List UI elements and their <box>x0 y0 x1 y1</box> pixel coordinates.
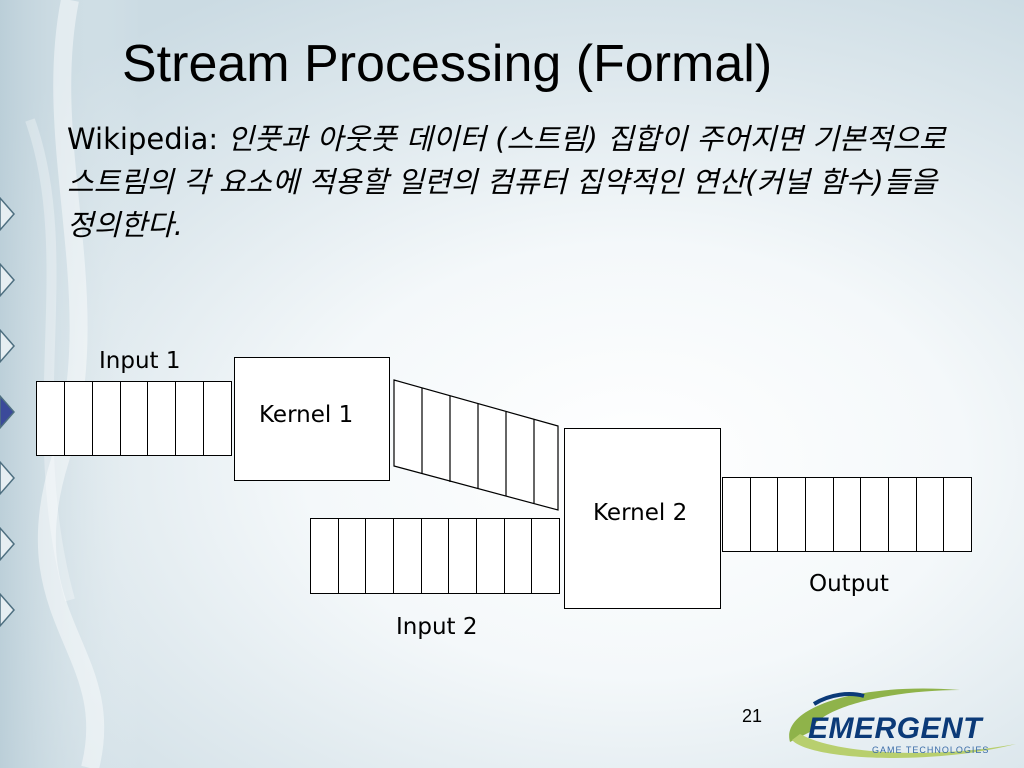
stream-cell <box>37 382 65 455</box>
stream-cell <box>121 382 149 455</box>
emergent-logo: EMERGENT GAME TECHNOLOGIES <box>780 682 1024 768</box>
output-stream <box>722 477 973 552</box>
intermediate-stream <box>393 379 559 511</box>
stream-cell <box>778 478 807 551</box>
stream-cell <box>861 478 890 551</box>
logo-swoosh-icon <box>789 688 1016 758</box>
kernel1-label: Kernel 1 <box>259 402 354 428</box>
stream-cell <box>176 382 205 455</box>
stream-cell <box>477 519 505 593</box>
stream-cell <box>532 519 561 593</box>
stream-cell <box>93 382 121 455</box>
stream-cell <box>723 478 751 551</box>
stream-cell <box>366 519 395 593</box>
input1-stream <box>36 381 233 456</box>
stream-cell <box>889 478 917 551</box>
kernel1-box <box>234 357 390 481</box>
stream-cell <box>751 478 779 551</box>
wikipedia-label: Wikipedia: <box>67 122 219 156</box>
stream-cell <box>917 478 945 551</box>
slide-title: Stream Processing (Formal) <box>122 35 773 93</box>
page-number: 21 <box>742 706 763 726</box>
stream-cell <box>204 382 233 455</box>
input1-label: Input 1 <box>99 348 181 374</box>
stream-cell <box>148 382 177 455</box>
output-label: Output <box>809 571 889 597</box>
stream-cell <box>944 478 973 551</box>
stream-cell <box>806 478 834 551</box>
input2-stream <box>310 518 561 594</box>
stream-cell <box>834 478 862 551</box>
input2-label: Input 2 <box>396 614 478 640</box>
stream-cell <box>449 519 478 593</box>
stream-cell <box>394 519 422 593</box>
stream-cell <box>422 519 450 593</box>
stream-cell <box>311 519 339 593</box>
body-text: Wikipedia: 인풋과 아웃풋 데이터 (스트림) 집합이 주어지면 기본… <box>67 118 957 247</box>
side-arrow-icons <box>0 196 15 628</box>
logo-tagline: GAME TECHNOLOGIES <box>872 745 990 755</box>
stream-cell <box>65 382 93 455</box>
stream-cell <box>505 519 533 593</box>
kernel2-label: Kernel 2 <box>593 500 688 526</box>
kernel2-box <box>564 428 721 609</box>
logo-name: EMERGENT <box>808 712 983 745</box>
stream-cell <box>339 519 367 593</box>
definition-quote: 인풋과 아웃풋 데이터 (스트림) 집합이 주어지면 기본적으로 스트림의 각 … <box>67 122 946 242</box>
